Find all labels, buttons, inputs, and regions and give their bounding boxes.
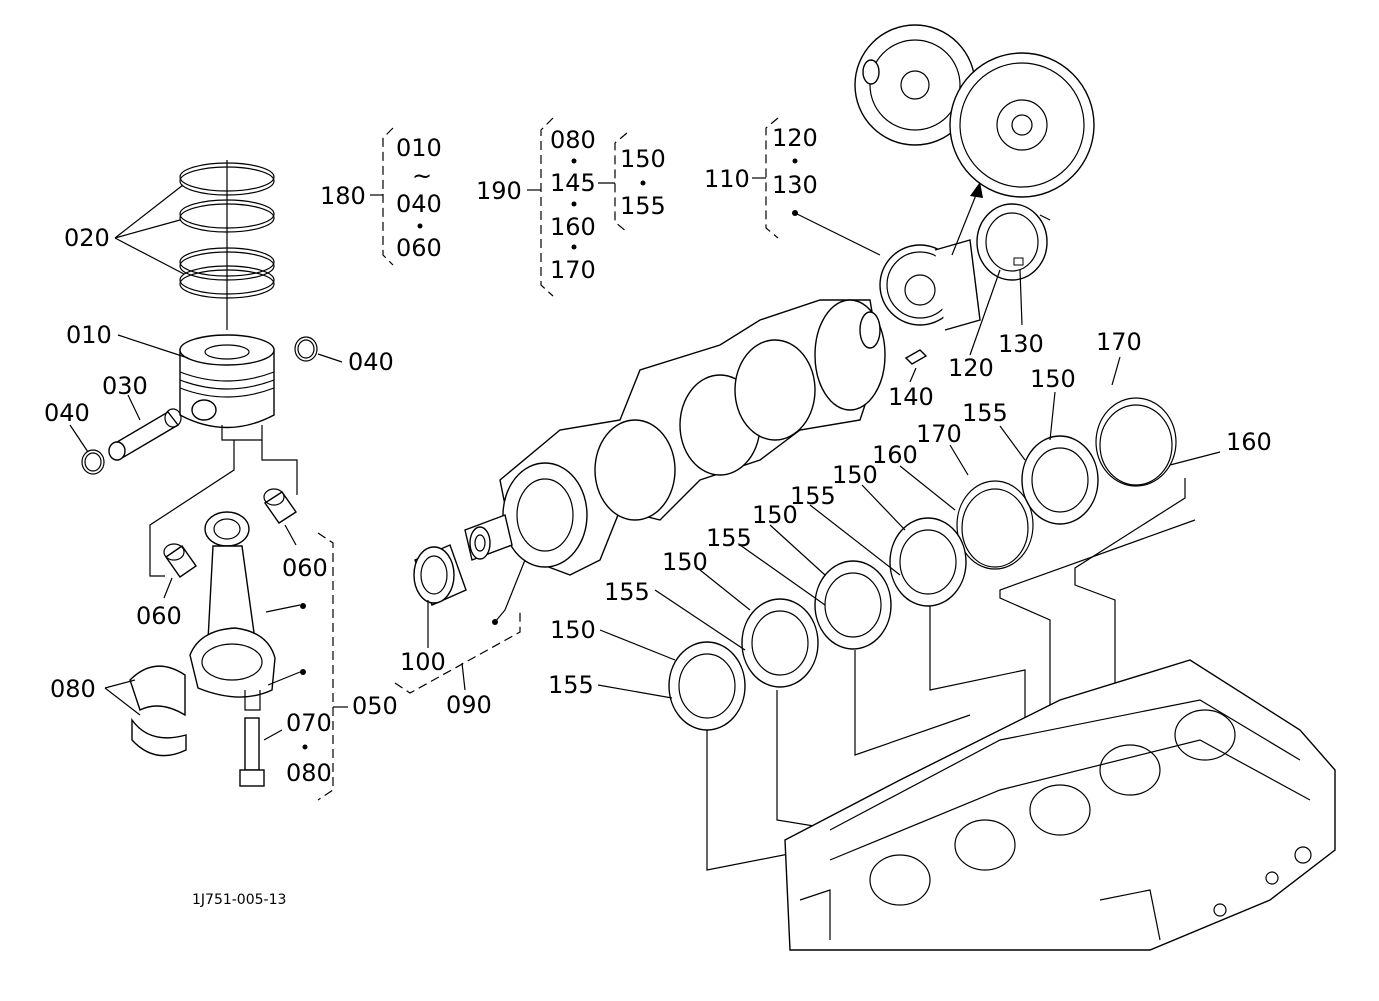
group-180-item-2: 040 <box>396 190 442 218</box>
figure-code: 1J751-005-13 <box>192 892 286 908</box>
callout-040-left: 040 <box>44 399 90 427</box>
group-180-item-3: 060 <box>396 234 442 262</box>
group-110-item-2: 130 <box>772 171 818 199</box>
crankshaft-leaders <box>394 559 526 694</box>
group-190-item-3: 160 <box>550 213 596 241</box>
callout-160-right: 160 <box>1226 428 1272 456</box>
callout-080-left: 080 <box>50 675 96 703</box>
group-110: 110 <box>704 165 750 193</box>
group-190-item-1: 080 <box>550 126 596 154</box>
group-190: 190 <box>476 177 522 205</box>
group-180-tilde: ~ <box>412 162 432 190</box>
group-190-item-6: 155 <box>620 192 666 220</box>
cylinder-block <box>784 659 1336 951</box>
callout-060-right: 060 <box>282 554 328 582</box>
key <box>904 349 928 365</box>
callout-020: 020 <box>64 224 110 252</box>
part-number-labels: 020 010 040 030 040 060 060 080 070 080 … <box>44 124 1272 787</box>
callout-150-5: 150 <box>550 616 596 644</box>
callout-150-right: 150 <box>1030 365 1076 393</box>
group-bracket-110 <box>752 117 798 239</box>
callout-070: 070 <box>286 709 332 737</box>
group-bracket-180 <box>370 127 423 266</box>
bearing-leaders <box>597 356 1221 871</box>
callout-060-left: 060 <box>136 602 182 630</box>
thrust-washer-left <box>956 480 1034 570</box>
group-190-item-2: 145 <box>550 169 596 197</box>
callout-050: 050 <box>352 692 398 720</box>
callout-170-left: 170 <box>916 420 962 448</box>
callout-010: 010 <box>66 321 112 349</box>
bearing-150-e <box>668 641 746 731</box>
bearing-150-b <box>889 517 967 607</box>
callout-120: 120 <box>948 354 994 382</box>
callout-155-1: 155 <box>962 399 1008 427</box>
callout-040-right: 040 <box>348 348 394 376</box>
callout-100: 100 <box>400 648 446 676</box>
callout-150-2: 150 <box>832 461 878 489</box>
conrod-bolt <box>239 717 265 787</box>
bearing-150-c <box>814 560 892 650</box>
group-180: 180 <box>320 182 366 210</box>
callout-130: 130 <box>998 330 1044 358</box>
group-bracket-190 <box>527 117 646 297</box>
callout-090: 090 <box>446 691 492 719</box>
piston-leaders <box>69 184 343 741</box>
circlip-left <box>81 449 105 475</box>
callout-150-4: 150 <box>662 548 708 576</box>
idle-gear <box>879 182 983 331</box>
callout-160-left: 160 <box>872 441 918 469</box>
group-180-item-1: 010 <box>396 134 442 162</box>
flywheel-gear <box>854 24 1095 198</box>
callout-155-2: 155 <box>790 482 836 510</box>
small-end-bushing-right <box>263 488 297 524</box>
idle-gear-bushing <box>976 203 1051 281</box>
bracket-050 <box>302 532 348 801</box>
group-190-item-4: 170 <box>550 256 596 284</box>
bearing-150-a <box>1021 435 1099 525</box>
callout-155-4: 155 <box>604 578 650 606</box>
thrust-washer-right <box>1095 397 1177 487</box>
connecting-rod <box>189 511 276 711</box>
piston-pin <box>108 408 182 461</box>
callout-030: 030 <box>102 372 148 400</box>
bearing-150-d <box>741 598 819 688</box>
crankshaft <box>464 299 886 576</box>
conrod-bearing <box>129 665 187 757</box>
group-110-item-1: 120 <box>772 124 818 152</box>
callout-150-3: 150 <box>752 501 798 529</box>
callout-140: 140 <box>888 383 934 411</box>
piston <box>179 334 275 441</box>
callout-170-right: 170 <box>1096 328 1142 356</box>
group-190-item-5: 150 <box>620 145 666 173</box>
callout-155-3: 155 <box>706 524 752 552</box>
circlip-right <box>294 336 318 362</box>
gear-leaders <box>792 210 1023 383</box>
callout-155-5: 155 <box>548 671 594 699</box>
callout-080-right: 080 <box>286 759 332 787</box>
small-end-bushing-left <box>163 543 197 578</box>
crankshaft-gear <box>413 544 467 606</box>
